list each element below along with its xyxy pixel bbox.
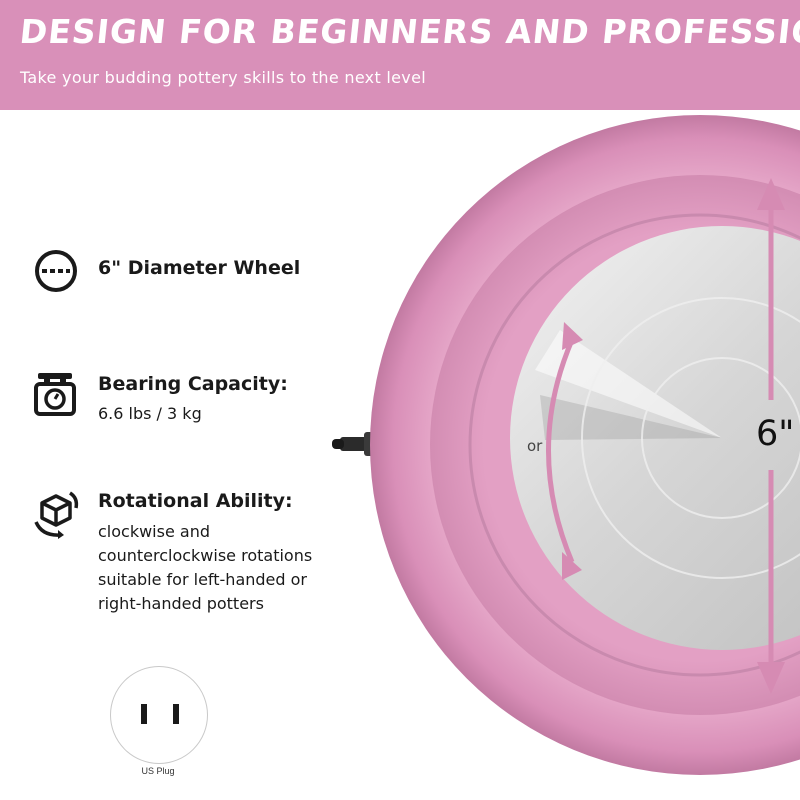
power-knob <box>332 432 376 456</box>
feature-detail-line: right-handed potters <box>98 594 264 613</box>
pottery-wheel-image <box>332 115 800 775</box>
banner-title: DESIGN FOR BEGINNERS AND PROFESSIONALS <box>17 12 800 51</box>
rotation-cube-icon <box>34 491 79 539</box>
plug-prong <box>141 704 147 724</box>
plug-prong <box>173 704 179 724</box>
feature-detail-line: suitable for left-handed or <box>98 570 307 589</box>
diameter-arrow-icon <box>757 178 785 694</box>
rotation-or-label: or <box>527 437 543 455</box>
feature-detail: 6.6 lbs / 3 kg <box>98 404 202 423</box>
us-plug-icon <box>110 666 208 764</box>
feature-title: Bearing Capacity: <box>98 373 288 395</box>
scale-icon <box>34 373 76 416</box>
rotation-arrow-icon <box>546 322 583 580</box>
feature-title: 6" Diameter Wheel <box>98 257 301 279</box>
header-banner: DESIGN FOR BEGINNERS AND PROFESSIONALS T… <box>0 0 800 110</box>
banner-subtitle: Take your budding pottery skills to the … <box>20 68 426 87</box>
metal-plate <box>510 226 800 650</box>
feature-detail-line: counterclockwise rotations <box>98 546 313 565</box>
diameter-size-label: 6" <box>756 414 795 454</box>
plug-label: US Plug <box>141 766 175 776</box>
diameter-circle-icon <box>35 250 77 292</box>
feature-detail-line: clockwise and <box>98 522 210 541</box>
feature-title: Rotational Ability: <box>98 490 293 512</box>
